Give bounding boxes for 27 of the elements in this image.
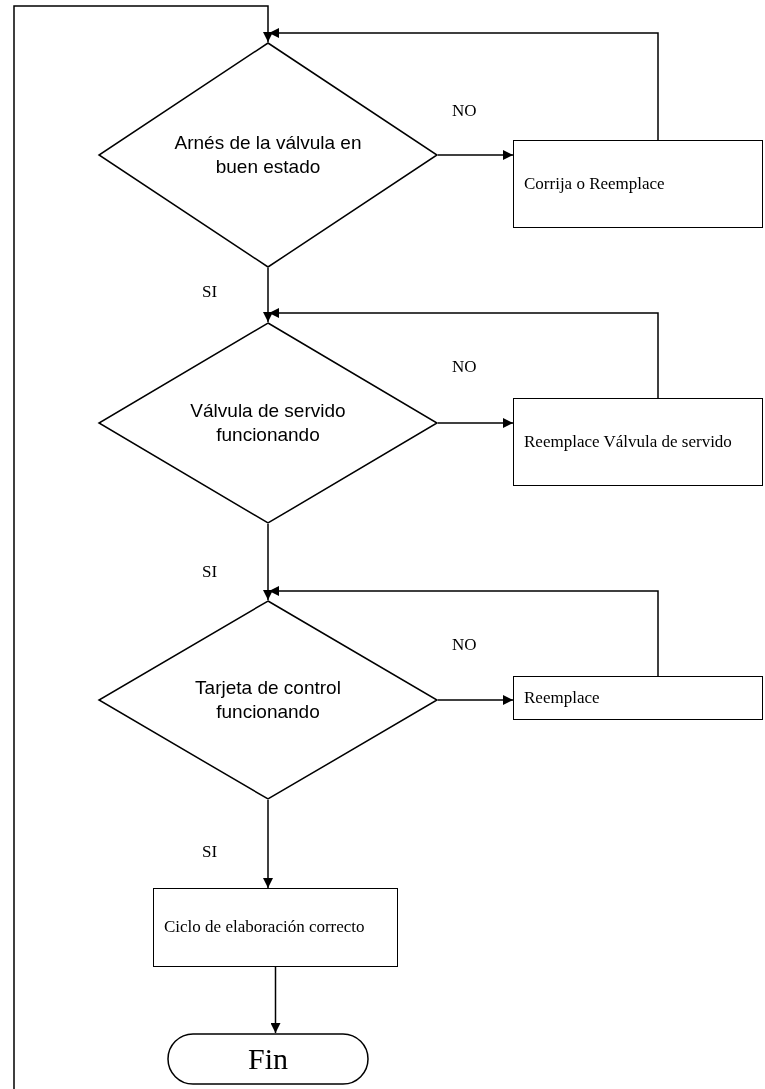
- node-text: Ciclo de elaboración correcto: [163, 916, 366, 939]
- node-text: Válvula de servido funcionando: [189, 399, 347, 447]
- node-text: Tarjeta de control funcionando: [194, 676, 342, 724]
- decision-diamond: [98, 42, 438, 268]
- process-box: [513, 140, 763, 228]
- process-box: [513, 398, 763, 486]
- node-text: Corrija o Reemplace: [523, 172, 666, 195]
- arrow: [437, 150, 514, 160]
- terminator-shape: [167, 1033, 369, 1085]
- arrow: [263, 523, 273, 601]
- node-text: Fin: [248, 1042, 288, 1076]
- arrow: [437, 695, 514, 705]
- arrow: [268, 28, 659, 141]
- process-box: [153, 888, 398, 967]
- node-text: Reemplace: [523, 686, 601, 709]
- node-text: Reemplace Válvula de servido: [523, 430, 733, 453]
- arrow: [268, 586, 659, 677]
- node-text: Arnés de la válvula en buen estado: [173, 131, 363, 179]
- decision-diamond: [98, 600, 438, 800]
- arrow: [270, 966, 281, 1034]
- arrow: [263, 267, 273, 323]
- arrow: [263, 799, 273, 889]
- decision-diamond: [98, 322, 438, 524]
- arrow: [268, 308, 659, 399]
- arrow: [437, 418, 514, 428]
- process-box: [513, 676, 763, 720]
- arrow: [13, 5, 273, 1089]
